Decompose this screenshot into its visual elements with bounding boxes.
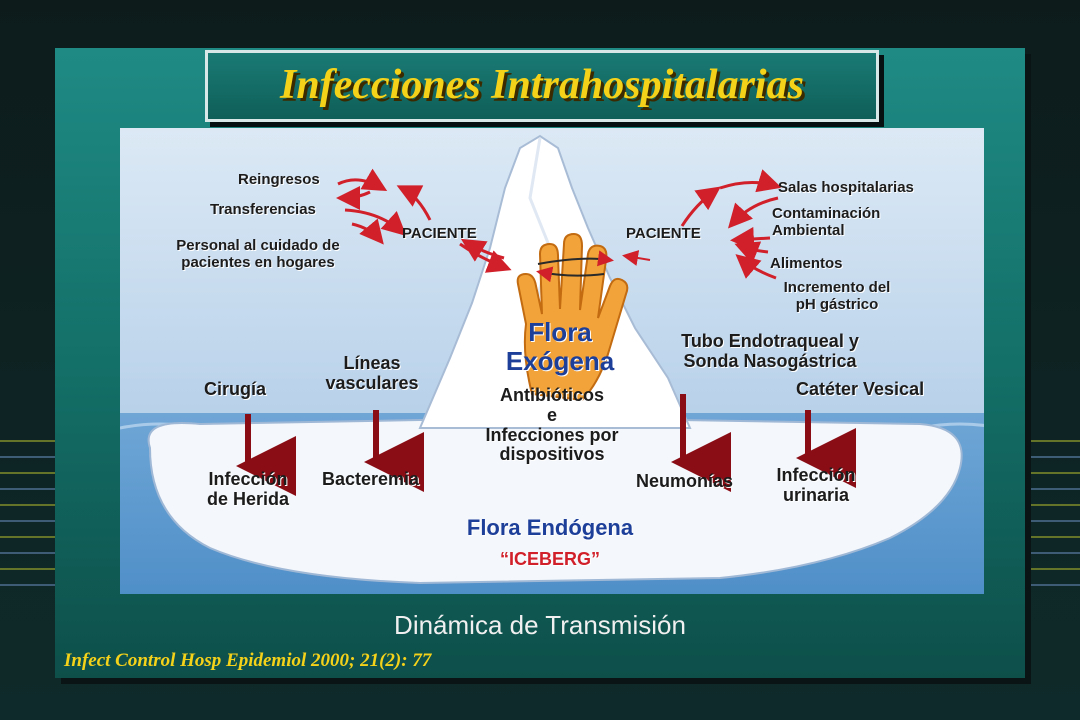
label-ph-line1: Incremento del [783,279,891,296]
label-tubo-line2: Sonda Nasogástrica [683,350,857,371]
decorative-stripes-right [1020,440,1080,620]
label-contaminacion: Contaminación Ambiental [772,205,881,239]
label-personal: Personal al cuidado de pacientes en hoga… [158,237,358,271]
label-tubo: Tubo Endotraqueal y Sonda Nasogástrica [660,331,880,372]
label-reingresos: Reingresos [238,171,320,188]
label-lineas: Líneas vasculares [312,353,432,394]
footer-caption: Dinámica de Transmisión [394,610,686,640]
label-transferencias: Transferencias [210,201,316,218]
iceberg-illustration [120,134,984,594]
label-lineas-line1: Líneas [343,353,401,373]
label-tubo-line1: Tubo Endotraqueal y [681,331,859,351]
label-contaminacion-line1: Contaminación [772,205,881,222]
label-paciente-right: PACIENTE [626,225,701,242]
label-infeccion-urinaria: Infección urinaria [766,465,866,506]
label-urinaria-line1: Infección [776,465,856,485]
label-lineas-line2: vasculares [325,372,419,393]
citation: Infect Control Hosp Epidemiol 2000; 21(2… [64,650,432,671]
label-salas: Salas hospitalarias [778,179,914,196]
label-ph: Incremento del pH gástrico [772,279,902,313]
iceberg-scene: Reingresos Transferencias Personal al cu… [120,128,984,594]
title-box: Infecciones Intrahospitalarias [205,50,879,122]
label-antibioticos-line: Antibióticos [500,385,604,405]
label-ph-line2: pH gástrico [795,295,879,313]
label-bacteremia: Bacteremia [322,469,420,489]
label-paciente-left: PACIENTE [402,225,477,242]
label-flora-line1: Flora [528,317,592,347]
label-flora-line2: Exógena [505,345,615,376]
label-infecciones-line1: Infecciones por [485,424,619,445]
label-urinaria-line2: urinaria [782,484,850,505]
slide-title: Infecciones Intrahospitalarias [280,62,804,108]
label-personal-line2: pacientes en hogares [181,253,335,271]
label-contaminacion-line2: Ambiental [772,221,845,239]
label-flora-endogena: Flora Endógena [466,515,634,540]
label-personal-line1: Personal al cuidado de [176,237,340,254]
label-antibioticos: Antibióticos e Infecciones por dispositi… [462,385,642,465]
label-infeccion-herida: Infección de Herida [196,469,300,510]
label-herida-line2: de Herida [206,488,290,509]
label-herida-line1: Infección [208,469,288,489]
iceberg-underwater [147,419,963,585]
label-cateter: Catéter Vesical [796,379,925,399]
label-infecciones-line2: dispositivos [499,444,605,465]
label-alimentos: Alimentos [770,255,843,272]
label-neumonias: Neumonías [636,471,734,491]
decorative-stripes-left [0,440,60,620]
label-flora-exogena: Flora Exógena [490,318,630,375]
label-iceberg: “ICEBERG” [499,549,600,569]
label-e-line: e [546,404,557,425]
label-cirugia: Cirugía [204,379,267,399]
